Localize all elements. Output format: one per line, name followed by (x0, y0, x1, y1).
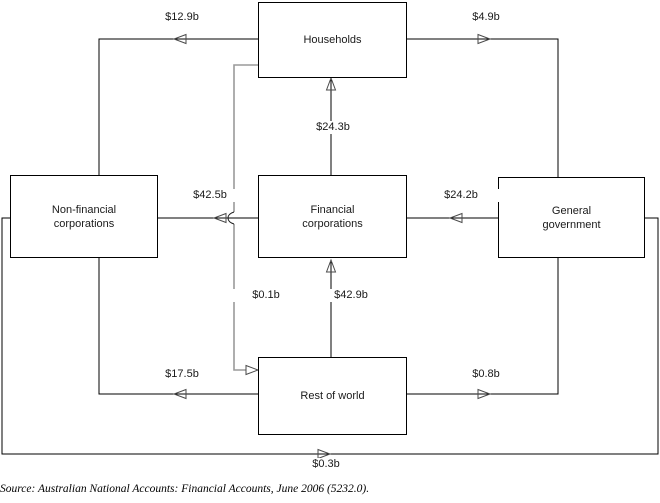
flow-label-nfc-to-gg: $0.3b (286, 458, 366, 471)
flow-path-gg-to-fc (407, 212, 498, 224)
flow-path-row-to-fc (325, 258, 337, 357)
flow-path-hh-to-row (227, 64, 260, 376)
source-note: Source: Australian National Accounts: Fi… (0, 483, 370, 495)
flow-label-hh-to-gg: $4.9b (446, 11, 526, 24)
flow-path-hh-to-gg (407, 33, 559, 177)
flow-label-fc-to-nfc: $42.5b (170, 189, 250, 202)
node-rest-of-world[interactable]: Rest of world (258, 357, 407, 435)
flow-path-row-to-gg (407, 258, 559, 400)
node-households[interactable]: Households (258, 2, 407, 78)
flow-path-fc-to-nfc (158, 212, 258, 224)
flow-path-nfc-to-gg (1, 217, 659, 460)
flow-label-fc-to-hh: $24.3b (293, 121, 373, 134)
node-households-label: Households (303, 34, 362, 46)
flow-label-hh-to-row: $0.1b (226, 289, 306, 302)
flow-label-row-to-nfc: $17.5b (142, 368, 222, 381)
node-rest-of-world-label: Rest of world (300, 390, 365, 402)
flow-label-row-to-fc: $42.9b (311, 289, 391, 302)
flow-path-hh-to-nfc (98, 33, 258, 175)
flow-label-hh-to-nfc: $12.9b (142, 11, 222, 24)
flow-label-gg-to-fc: $24.2b (421, 189, 501, 202)
flow-path-row-to-nfc (98, 258, 258, 400)
flow-label-row-to-gg: $0.8b (446, 368, 526, 381)
